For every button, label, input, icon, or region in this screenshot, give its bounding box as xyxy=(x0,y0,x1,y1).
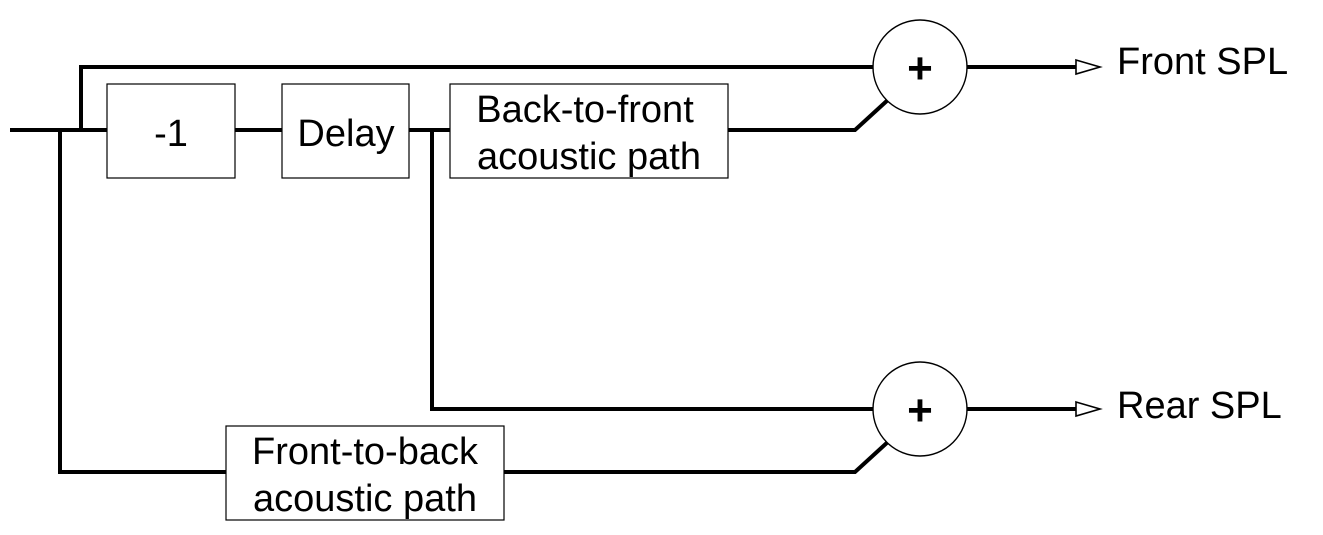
back-to-front-label-line2: acoustic path xyxy=(477,136,701,178)
front-output-arrowhead xyxy=(1075,58,1103,76)
back-to-front-path-block: Back-to-front acoustic path xyxy=(449,83,729,179)
rear-summer: + xyxy=(872,361,968,457)
direct-front-wire xyxy=(79,65,876,132)
front-summer: + xyxy=(872,19,968,115)
signal-wires xyxy=(10,65,1082,474)
front-spl-label: Front SPL xyxy=(1117,41,1288,83)
back-to-front-label-line1: Back-to-front xyxy=(476,89,694,131)
delay-block-label: Delay xyxy=(297,113,394,155)
front-to-back-label-line1: Front-to-back xyxy=(252,431,479,473)
front-to-back-label-line2: acoustic path xyxy=(253,478,477,520)
rear-spl-label: Rear SPL xyxy=(1117,385,1282,427)
delay-block: Delay xyxy=(281,83,410,179)
front-path-to-rear-summer-wire xyxy=(502,437,893,474)
front-summer-plus-symbol: + xyxy=(907,44,933,93)
invert-block-label: -1 xyxy=(154,113,188,155)
delay-to-rear-summer-wire xyxy=(430,128,874,411)
rear-summer-plus-symbol: + xyxy=(907,386,933,435)
back-path-to-front-summer-wire xyxy=(726,95,893,132)
invert-block: -1 xyxy=(106,83,236,179)
front-to-back-path-block: Front-to-back acoustic path xyxy=(225,425,505,521)
input-to-front-path-wire xyxy=(58,128,228,474)
rear-output-arrowhead xyxy=(1075,400,1103,418)
